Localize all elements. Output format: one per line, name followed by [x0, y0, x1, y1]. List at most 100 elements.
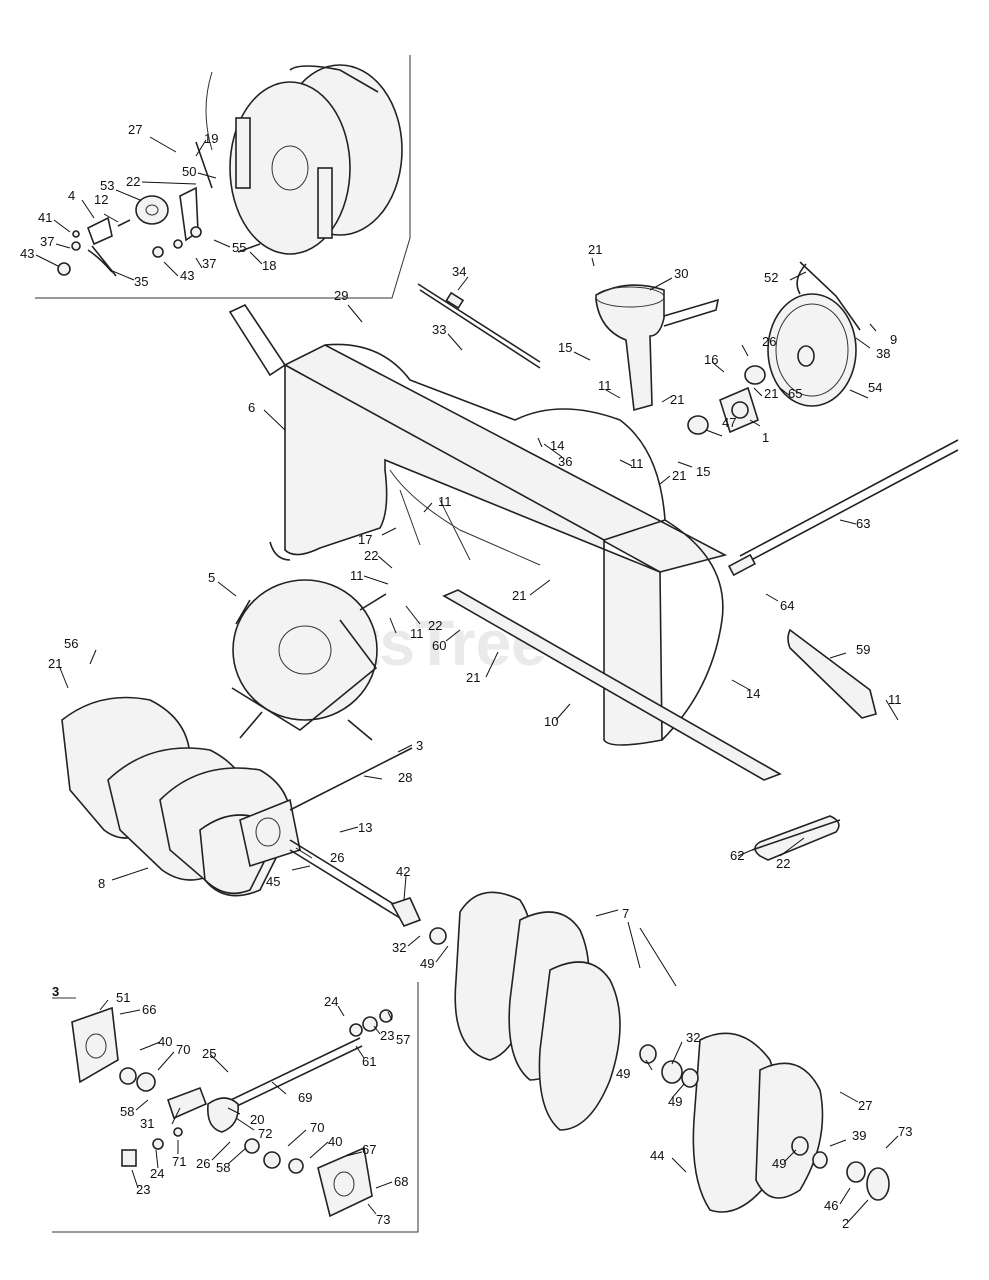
callout-label: 32	[686, 1030, 700, 1045]
callout-label: 66	[142, 1002, 156, 1017]
callout-label: 56	[64, 636, 78, 651]
callout-label: 26	[196, 1156, 210, 1171]
callout-label: 67	[362, 1142, 376, 1157]
callout-label: 24	[324, 994, 338, 1009]
pulley-part	[767, 261, 861, 407]
callout-label: 70	[176, 1042, 190, 1057]
inset-wheel-assembly	[35, 55, 411, 299]
callout-label: 21	[466, 670, 480, 685]
callout-label: 73	[898, 1124, 912, 1139]
callout-label: 71	[172, 1154, 186, 1169]
callout-label: 14	[746, 686, 760, 701]
callout-label: 23	[380, 1028, 394, 1043]
callout-label: 3	[416, 738, 423, 753]
callout-label: 42	[396, 864, 410, 879]
long-shaft-part	[727, 439, 959, 577]
callout-label: 18	[262, 258, 276, 273]
callout-label: 22	[776, 856, 790, 871]
callout-label: 35	[134, 274, 148, 289]
callout-label: 64	[780, 598, 794, 613]
callout-label: 21	[48, 656, 62, 671]
callout-label: 44	[650, 1148, 664, 1163]
callout-label: 1	[762, 430, 769, 445]
callout-label: 2	[842, 1216, 849, 1231]
callout-label: 29	[334, 288, 348, 303]
leader-lines	[35, 136, 899, 1223]
callout-label: 16	[704, 352, 718, 367]
callout-label: 73	[376, 1212, 390, 1227]
callout-label: 22	[126, 174, 140, 189]
callout-label: 58	[216, 1160, 230, 1175]
callout-label: 46	[824, 1198, 838, 1213]
callout-label: 58	[120, 1104, 134, 1119]
callout-label: 36	[558, 454, 572, 469]
callout-labels: 27 19 50 22 53 4 12 41 37 43 35 55 37 43…	[20, 122, 912, 1231]
callout-label: 26	[762, 334, 776, 349]
callout-label: 31	[140, 1116, 154, 1131]
callout-label: 37	[202, 256, 216, 271]
auger-right-part	[454, 891, 890, 1213]
callout-label: 9	[890, 332, 897, 347]
callout-label: 52	[764, 270, 778, 285]
callout-label: 11	[438, 494, 452, 509]
callout-label: 27	[858, 1098, 872, 1113]
callout-label: 27	[128, 122, 142, 137]
callout-label: 6	[248, 400, 255, 415]
callout-label: 21	[670, 392, 684, 407]
callout-label: 61	[362, 1054, 376, 1069]
bearing-flange-part	[687, 365, 766, 435]
drive-shaft-part	[417, 283, 541, 369]
callout-label: 69	[298, 1090, 312, 1105]
callout-label: 60	[432, 638, 446, 653]
callout-label: 43	[180, 268, 194, 283]
callout-label: 49	[420, 956, 434, 971]
callout-label: 11	[888, 692, 902, 707]
callout-label: 47	[722, 415, 736, 430]
callout-label: 15	[696, 464, 710, 479]
callout-label: 49	[772, 1156, 786, 1171]
callout-label: 53	[100, 178, 114, 193]
callout-label: 13	[358, 820, 372, 835]
callout-label: 33	[432, 322, 446, 337]
callout-label: 11	[630, 456, 644, 471]
callout-label: 11	[410, 626, 424, 641]
callout-label: 21	[672, 468, 686, 483]
callout-label: 63	[856, 516, 870, 531]
chute-part	[595, 284, 720, 412]
callout-label: 21	[588, 242, 602, 257]
callout-label: 5	[208, 570, 215, 585]
callout-label: 57	[396, 1032, 410, 1047]
callout-label: 43	[20, 246, 34, 261]
inset-gearbox	[52, 982, 419, 1233]
callout-label: 28	[398, 770, 412, 785]
callout-label: 68	[394, 1174, 408, 1189]
callout-label: 24	[150, 1166, 164, 1181]
callout-label: 49	[616, 1066, 630, 1081]
callout-label: 54	[868, 380, 882, 395]
callout-label: 20	[250, 1112, 264, 1127]
callout-label: 19	[204, 131, 218, 146]
callout-label: 49	[668, 1094, 682, 1109]
callout-label: 40	[328, 1134, 342, 1149]
idler-bracket-part	[57, 141, 261, 277]
callout-label: 23	[136, 1182, 150, 1197]
callout-label: 51	[116, 990, 130, 1005]
callout-label: 17	[358, 532, 372, 547]
scraper-bar-part	[442, 589, 877, 861]
callout-label: 11	[350, 568, 364, 583]
callout-label: 65	[788, 386, 802, 401]
callout-label: 41	[38, 210, 52, 225]
callout-label: 11	[598, 378, 612, 393]
callout-label: 59	[856, 642, 870, 657]
callout-label: 30	[674, 266, 688, 281]
callout-label: 37	[40, 234, 54, 249]
callout-label: 62	[730, 848, 744, 863]
callout-label: 25	[202, 1046, 216, 1061]
callout-label: 7	[622, 906, 629, 921]
callout-label: 32	[392, 940, 406, 955]
callout-label: 14	[550, 438, 564, 453]
callout-label: 15	[558, 340, 572, 355]
callout-label: 8	[98, 876, 105, 891]
callout-label: 12	[94, 192, 108, 207]
